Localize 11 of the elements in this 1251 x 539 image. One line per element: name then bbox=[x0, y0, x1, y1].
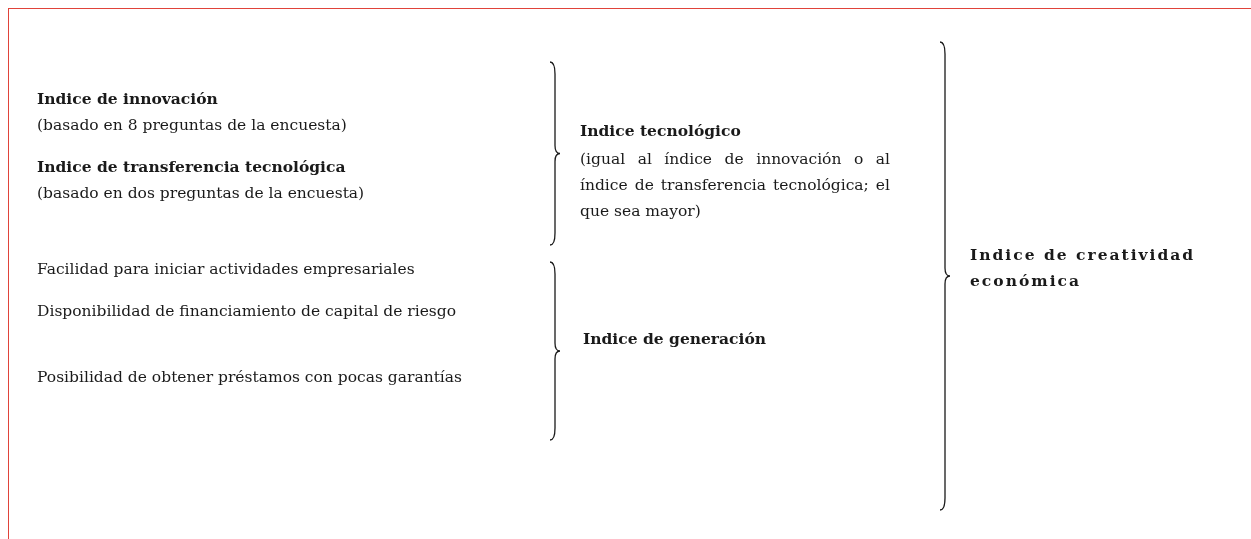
index-description: (igual al índice de innovación o al índice de transferencia tecnológica; el que sea mayor) bbox=[580, 149, 890, 222]
index-heading: Indice de transferencia tecnológica bbox=[37, 156, 346, 178]
index-heading: Indice tecnológico bbox=[580, 120, 741, 142]
index-heading: Indice de creatividad económica bbox=[970, 244, 1197, 292]
indicator-text: Disponibilidad de financiamiento de capital de riesgo bbox=[37, 301, 458, 322]
index-description: (basado en dos preguntas de la encuesta) bbox=[37, 183, 365, 204]
index-heading: Indice de innovación bbox=[37, 88, 218, 110]
index-description: (basado en 8 preguntas de la encuesta) bbox=[37, 115, 347, 136]
indicator-text: Posibilidad de obtener préstamos con pocas garantías bbox=[37, 367, 464, 388]
index-heading: Indice de generación bbox=[583, 328, 766, 350]
indicator-text: Facilidad para iniciar actividades empresariales bbox=[37, 259, 415, 280]
